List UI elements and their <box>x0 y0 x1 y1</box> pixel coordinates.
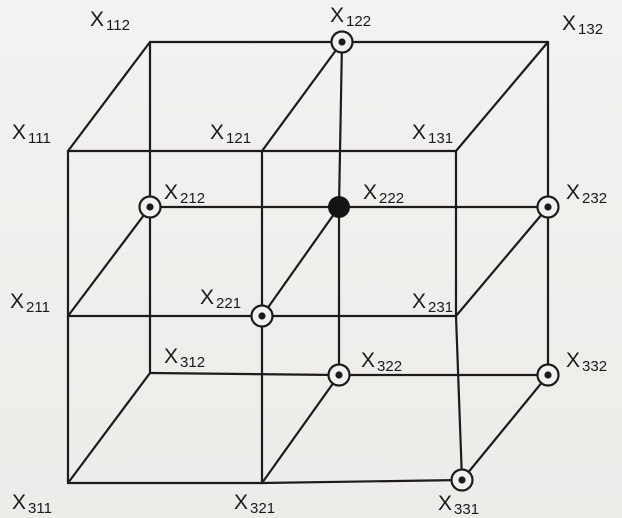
node-label-base: X <box>438 492 452 515</box>
node-x322-ring-dot <box>335 371 343 379</box>
edge-x331-x332 <box>460 373 550 482</box>
node-label-base: X <box>234 491 248 514</box>
node-label-subscript: 222 <box>379 190 404 207</box>
node-label-base: X <box>10 290 24 313</box>
node-x331-ring-marker <box>450 468 474 492</box>
node-label-base: X <box>412 290 426 313</box>
edge-x231-x232 <box>454 205 550 318</box>
edge-x311-x312 <box>66 371 152 485</box>
node-label-subscript: 312 <box>180 354 205 371</box>
edge-x131-x132 <box>454 40 550 153</box>
node-label-base: X <box>562 12 576 35</box>
edge-x121-x122 <box>260 40 344 153</box>
node-label-subscript: 221 <box>216 295 241 312</box>
edge-x122-x222 <box>337 40 344 209</box>
node-label-base: X <box>164 181 178 204</box>
node-x332-ring-dot <box>544 371 552 379</box>
edge-x321-x322 <box>260 373 341 485</box>
node-label-subscript: 111 <box>28 130 51 147</box>
node-label-subscript: 331 <box>454 501 479 518</box>
node-label-subscript: 321 <box>250 500 275 517</box>
node-x122-ring-dot <box>338 38 346 46</box>
node-x331-ring-dot <box>458 476 466 484</box>
node-label-base: X <box>566 349 580 372</box>
node-label-base: X <box>363 181 377 204</box>
node-label-subscript: 211 <box>26 299 50 316</box>
node-label-base: X <box>90 8 104 31</box>
node-label-base: X <box>330 4 344 27</box>
node-x221-ring-dot <box>258 312 266 320</box>
node-x122-ring-marker <box>330 30 354 54</box>
node-label-subscript: 332 <box>582 358 607 375</box>
node-x232-ring-marker <box>536 195 560 219</box>
node-label-base: X <box>210 121 224 144</box>
edge-x111-x112 <box>66 40 152 153</box>
node-label-subscript: 121 <box>226 130 251 147</box>
edges-layer <box>66 40 550 485</box>
edge-x211-x212 <box>66 205 152 318</box>
node-label-subscript: 311 <box>28 500 52 517</box>
node-x232-ring-dot <box>544 203 552 211</box>
node-label-base: X <box>566 181 580 204</box>
node-label-base: X <box>361 349 375 372</box>
edge-x221-x222 <box>260 205 341 318</box>
node-x221-ring-marker <box>250 304 274 328</box>
node-label-subscript: 231 <box>428 299 453 316</box>
node-label-subscript: 322 <box>377 358 402 375</box>
node-label-subscript: 212 <box>180 190 205 207</box>
node-label-subscript: 132 <box>578 21 603 38</box>
node-label-base: X <box>164 345 178 368</box>
node-x212-ring-marker <box>138 195 162 219</box>
node-label-base: X <box>412 121 426 144</box>
node-x332-ring-marker <box>536 363 560 387</box>
node-x322-ring-marker <box>327 363 351 387</box>
markers-layer <box>138 30 560 492</box>
node-label-subscript: 112 <box>106 17 130 34</box>
edge-x231-x331 <box>454 314 464 482</box>
edge-x312-x322 <box>148 371 341 377</box>
node-label-base: X <box>12 491 26 514</box>
edge-x321-x331 <box>260 478 464 485</box>
node-label-subscript: 232 <box>582 190 607 207</box>
node-label-subscript: 131 <box>428 130 453 147</box>
node-x222-solid-marker <box>328 196 350 218</box>
node-x212-ring-dot <box>146 203 154 211</box>
node-label-base: X <box>200 286 214 309</box>
node-label-subscript: 122 <box>346 13 371 30</box>
node-label-base: X <box>12 121 26 144</box>
